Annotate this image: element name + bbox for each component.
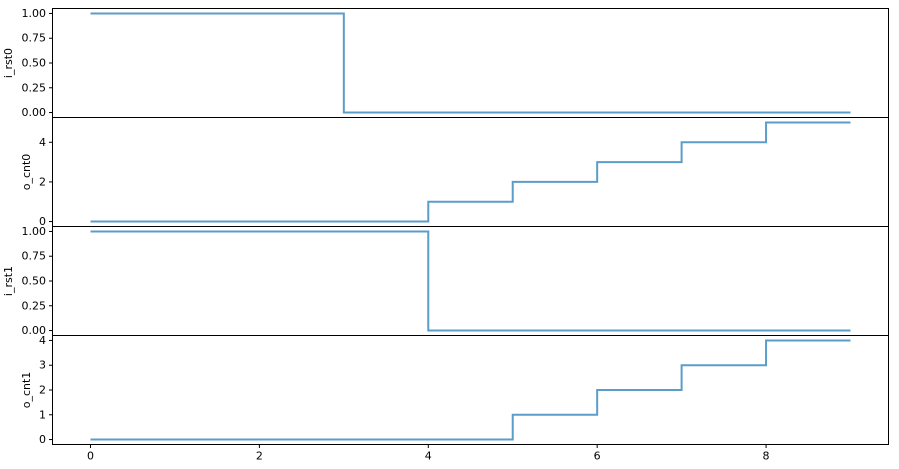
subplot-i_rst1: 0.00 0.25 0.50 0.75 1.00 i_rst1 <box>2 225 889 337</box>
y-tick-label: 1.00 <box>22 7 47 20</box>
subplot-frame-i_rst1 <box>52 226 889 336</box>
waveform-o_cnt0 <box>90 121 851 223</box>
y-tick-label: 0.75 <box>22 32 47 45</box>
y-tick-label: 1 <box>39 408 46 421</box>
x-tick-label: 8 <box>763 450 770 463</box>
subplot-frame-i_rst0 <box>52 8 889 118</box>
subplot-frame-o_cnt1 <box>52 335 889 445</box>
y-axis-label-o_cnt0: o_cnt0 <box>20 154 33 191</box>
waveform-i_rst0 <box>90 12 851 114</box>
y-tick-label: 3 <box>39 359 46 372</box>
waveform-i_rst1 <box>90 230 851 332</box>
y-tick-label: 2 <box>39 175 46 188</box>
y-tick-label: 0.25 <box>22 81 47 94</box>
y-axis-label-i_rst0: i_rst0 <box>2 48 15 78</box>
x-axis: 0 2 4 6 8 <box>87 444 770 463</box>
x-tick-label: 2 <box>256 450 263 463</box>
subplot-i_rst0: 0.00 0.25 0.50 0.75 1.00 i_rst0 <box>2 7 889 119</box>
subplot-o_cnt1: 0 1 2 3 4 o_cnt1 <box>20 334 889 446</box>
y-tick-label: 0.50 <box>22 57 47 70</box>
y-tick-label: 0.00 <box>22 106 47 119</box>
y-tick-label: 0.50 <box>22 275 47 288</box>
y-tick-label: 0 <box>39 215 46 228</box>
y-tick-label: 0.25 <box>22 299 47 312</box>
y-tick-label: 4 <box>39 136 46 149</box>
subplot-frame-o_cnt0 <box>52 117 889 227</box>
y-tick-label: 0.00 <box>22 324 47 337</box>
y-tick-label: 4 <box>39 334 46 347</box>
y-tick-label: 2 <box>39 384 46 397</box>
y-axis-label-o_cnt1: o_cnt1 <box>20 372 33 409</box>
subplot-o_cnt0: 0 2 4 o_cnt0 <box>20 117 889 228</box>
x-tick-label: 4 <box>425 450 432 463</box>
x-tick-label: 0 <box>87 450 94 463</box>
y-axis-label-i_rst1: i_rst1 <box>2 266 15 296</box>
x-tick-label: 6 <box>594 450 601 463</box>
y-tick-label: 1.00 <box>22 225 47 238</box>
y-tick-label: 0 <box>39 433 46 446</box>
y-tick-label: 0.75 <box>22 250 47 263</box>
waveform-o_cnt1 <box>90 339 851 441</box>
